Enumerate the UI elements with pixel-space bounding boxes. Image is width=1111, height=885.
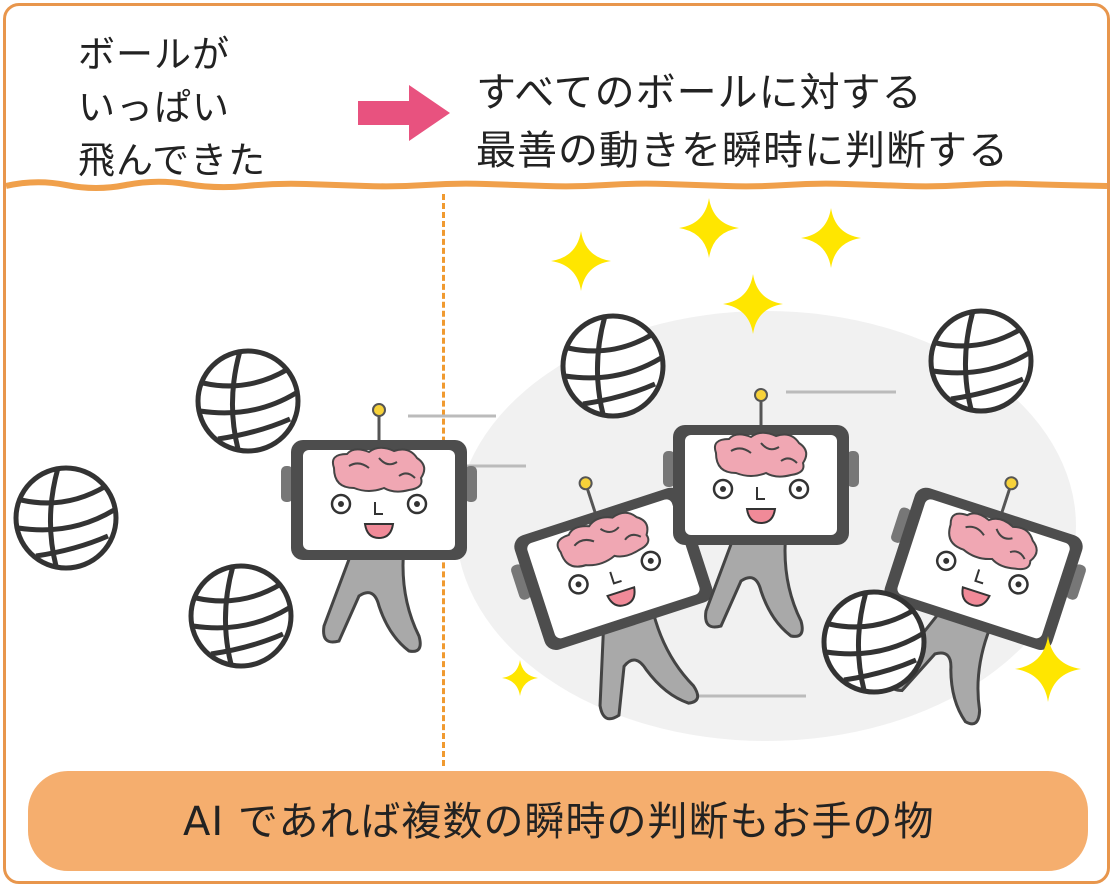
left-caption: ボールが いっぱい 飛んできた xyxy=(78,28,266,187)
sparkle-icon xyxy=(801,208,861,268)
sparkle-icon xyxy=(679,198,739,258)
sparkle-icon xyxy=(551,231,611,291)
scene-illustration xyxy=(6,198,1107,745)
sparkle-icon xyxy=(1015,636,1081,702)
left-caption-line-3: 飛んできた xyxy=(78,139,267,182)
footer-banner: AI であれば複数の瞬時の判断もお手の物 xyxy=(28,771,1088,871)
volleyball xyxy=(198,351,298,451)
right-caption: すべてのボールに対する 最善の動きを瞬時に判断する xyxy=(476,64,1009,180)
header-divider-wave xyxy=(6,178,1107,191)
left-caption-line-1: ボールが xyxy=(78,33,230,76)
volleyball xyxy=(931,311,1031,411)
left-caption-line-2: いっぱい xyxy=(78,86,230,129)
speed-lines xyxy=(408,390,896,698)
volleyball xyxy=(16,468,116,568)
right-caption-line-2: 最善の動きを瞬時に判断する xyxy=(476,128,1009,174)
footer-caption: AI であれば複数の瞬時の判断もお手の物 xyxy=(183,799,935,845)
robot-character xyxy=(279,402,479,653)
volleyball xyxy=(824,592,924,692)
volleyball xyxy=(563,316,663,416)
right-caption-line-1: すべてのボールに対する xyxy=(476,70,923,116)
illustration-frame: ボールが いっぱい 飛んできた すべてのボールに対する 最善の動きを瞬時に判断す… xyxy=(3,3,1110,884)
volleyball xyxy=(191,566,291,666)
arrow-right-icon xyxy=(358,85,450,141)
